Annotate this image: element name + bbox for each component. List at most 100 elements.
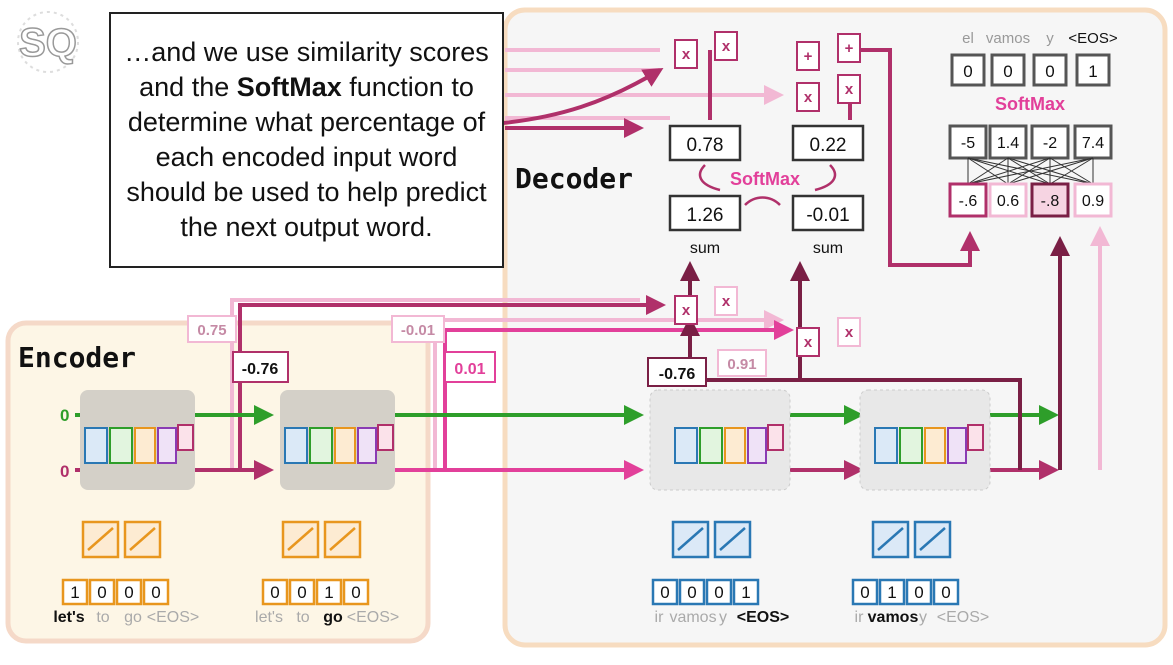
explanation-callout: …and we use similarity scores and the So… [109, 12, 504, 268]
output-hidden-3: 0.9 [1082, 193, 1104, 210]
svg-text:x: x [804, 334, 813, 351]
encoder-input-vector-0-cell-3 [142, 578, 170, 606]
encoder-input-word-0-0: let's [53, 609, 84, 626]
score-4: -0.76 [659, 366, 696, 383]
encoder-input-vector-1-cell-1 [288, 578, 316, 606]
decoder-panel [502, 7, 1168, 648]
percent-0: 0.78 [687, 135, 724, 156]
sum-label-0: sum [690, 240, 720, 257]
encoder-input-word-0-1: to [96, 609, 109, 626]
output-onehot-box-3 [1075, 53, 1111, 87]
score-box-4 [647, 357, 707, 387]
encoder-input-vector-0-cell-2 [115, 578, 143, 606]
lstm-units [80, 389, 991, 491]
decoder-input-vector-1-cell-2 [905, 578, 933, 606]
output-logit-0: -5 [961, 135, 975, 152]
logo-text: SQ [19, 21, 77, 65]
score-box-3 [444, 351, 496, 383]
svg-text:x: x [845, 81, 854, 98]
output-onehot-3: 1 [1088, 62, 1097, 81]
output-onehot-box-1 [990, 53, 1026, 87]
score-3: 0.01 [454, 361, 485, 378]
decoder-input-word-1-2: y [919, 609, 927, 626]
output-connection [967, 157, 1051, 185]
callout-text-1: …and we use similarity scores and the [124, 37, 489, 102]
attention-softmax: 0.78 0.22 SoftMax 1.26 -0.01 sum sum [668, 124, 865, 257]
output-logit-1: 1.4 [997, 135, 1019, 152]
output-word-2: y [1046, 30, 1054, 47]
output-onehot-box-2 [1032, 53, 1068, 87]
statquest-logo: SQ [17, 11, 79, 73]
output-onehot-2: 0 [1045, 62, 1054, 81]
output-word-3: <EOS> [1068, 30, 1117, 47]
encoder-input-vector-1-value-0: 0 [270, 583, 279, 602]
encoder-input-vector-0-value-0: 1 [70, 583, 79, 602]
sum-0: 1.26 [687, 205, 724, 226]
output-onehot-1: 0 [1003, 62, 1012, 81]
score-box-5 [717, 349, 767, 377]
output-hidden-box-1 [988, 182, 1028, 218]
decoder-title: Decoder [515, 162, 633, 195]
decoder-input-vector-1-value-0: 0 [860, 583, 869, 602]
output-hidden-1: 0.6 [997, 193, 1019, 210]
attention-scores: 0.75 -0.76 -0.01 0.01 -0.76 0.91 [187, 315, 767, 387]
output-logit-3: 7.4 [1082, 135, 1104, 152]
sum-box-1 [791, 194, 865, 232]
encoder-flow [75, 48, 1110, 470]
decoder-input-vector-1-cell-1 [878, 578, 906, 606]
decoder-input-vector-0-cell-1 [678, 578, 706, 606]
output-logit-box-2 [1030, 124, 1070, 160]
output-hidden-box-2 [1030, 182, 1070, 218]
score-box-0 [187, 315, 237, 343]
output-word-0: el [962, 30, 974, 47]
encoder-input-vector-1-cell-2 [315, 578, 343, 606]
decoder-input-vector-1-value-1: 1 [887, 583, 896, 602]
decoder-input-word-0-2: y [719, 609, 727, 626]
score-box-1 [232, 351, 289, 383]
encoder-input-vector-0-cell-1 [88, 578, 116, 606]
encoder-input-vector-0-value-3: 0 [151, 583, 160, 602]
decoder-input-word-1-0: ir [855, 609, 865, 626]
encoder-input-vector-0-cell-0 [61, 578, 89, 606]
output-connection [967, 157, 1094, 185]
encoder-input-word-0-2: go [124, 609, 142, 626]
encoder-input-word-1-3: <EOS> [347, 609, 399, 626]
output-logit-2: -2 [1043, 135, 1057, 152]
percent-box-1 [791, 124, 865, 162]
score-5: 0.91 [727, 356, 756, 373]
output-hidden-box-3 [1073, 182, 1113, 218]
output-connection [1007, 157, 1094, 185]
decoder-input-vector-1-value-2: 0 [914, 583, 923, 602]
output-onehot-0: 0 [963, 62, 972, 81]
svg-text:+: + [845, 40, 854, 57]
output-hidden-box-0 [948, 182, 988, 218]
init-short-term: 0 [60, 406, 69, 425]
decoder-input-vector-0-value-0: 0 [660, 583, 669, 602]
decoder-input-word-0-0: ir [655, 609, 665, 626]
decoder-input-word-0-1: vamos [669, 609, 716, 626]
callout-bold: SoftMax [236, 72, 342, 102]
score-0: 0.75 [197, 322, 226, 339]
svg-text:x: x [722, 38, 731, 55]
decoder-input-vector-0-cell-3 [732, 578, 760, 606]
svg-text:+: + [804, 48, 813, 65]
decoder-input-vector-0-value-2: 0 [714, 583, 723, 602]
encoder-input-vector-1-value-1: 0 [297, 583, 306, 602]
callout-text-2: function to determine what percentage of… [126, 72, 487, 242]
decoder-input-vector-0-cell-2 [705, 578, 733, 606]
output-connection [1049, 157, 1094, 185]
encoder-input-vector-1-cell-3 [342, 578, 370, 606]
attention-softmax-label: SoftMax [730, 169, 800, 189]
encoder-input-vector-1-value-2: 1 [324, 583, 333, 602]
encoder-input-vector-1-cell-0 [261, 578, 289, 606]
encoder-title: Encoder [18, 341, 136, 374]
encoder-input-word-1-1: to [296, 609, 309, 626]
decoder-input-vector-0-cell-0 [651, 578, 679, 606]
svg-text:x: x [804, 89, 813, 106]
svg-text:x: x [682, 302, 691, 319]
encoder-input-word-1-2: go [323, 609, 343, 626]
